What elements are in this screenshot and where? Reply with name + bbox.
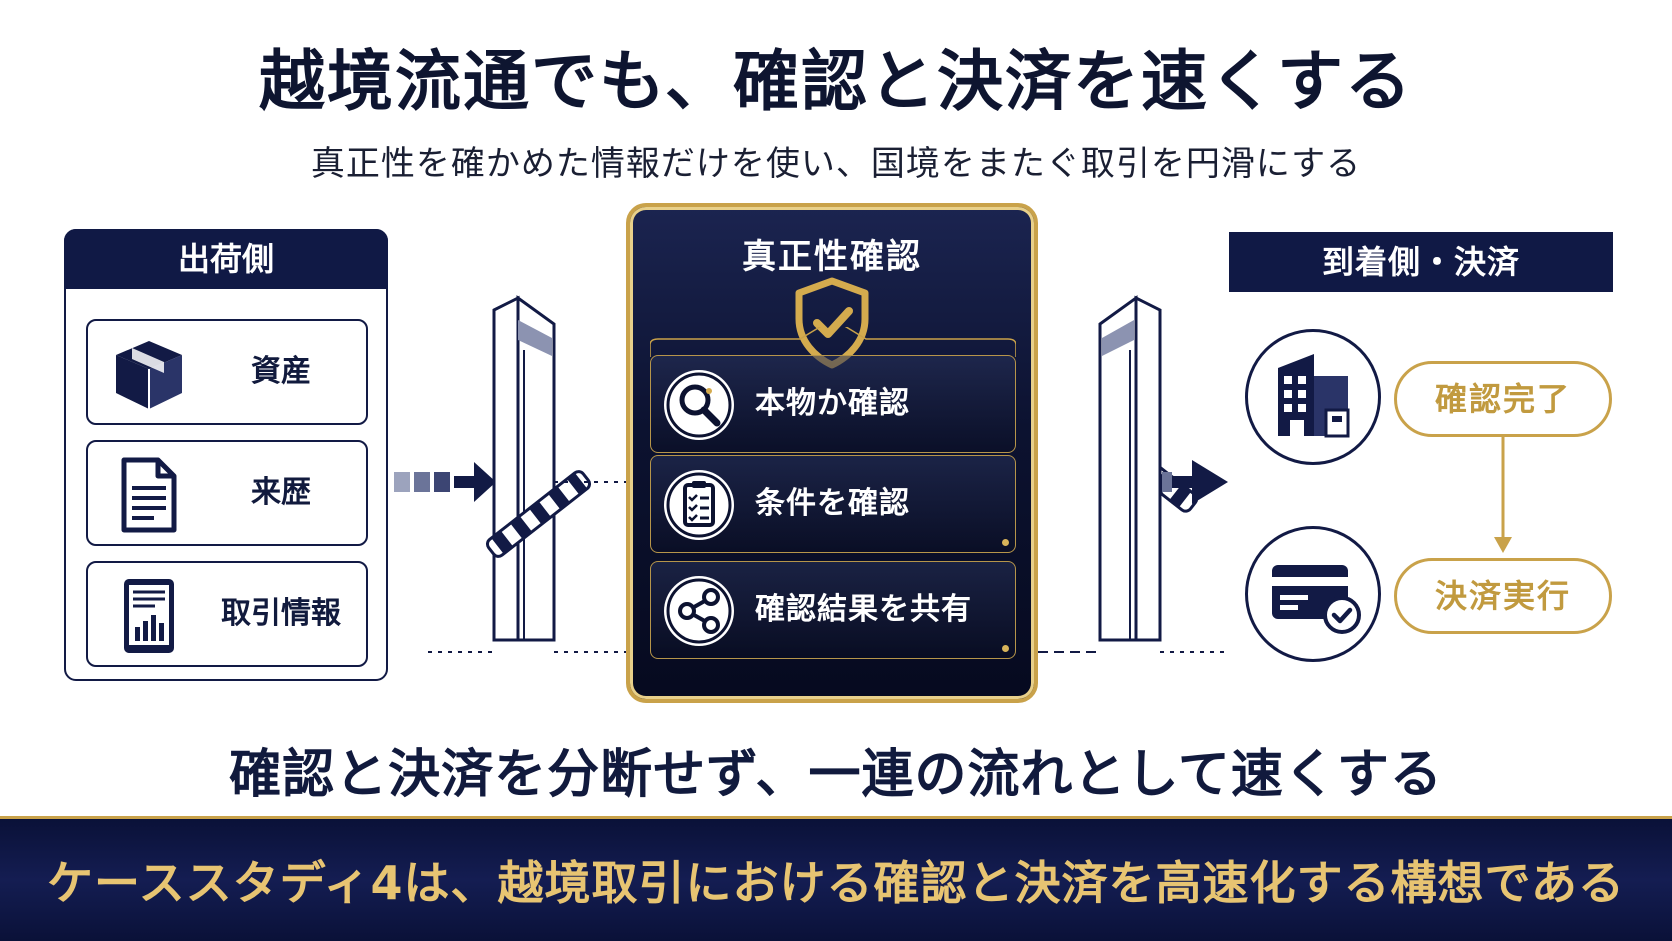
authenticity-check-title: 真正性確認 [742,237,922,277]
shield-connector-lines [650,327,1016,357]
building-icon [1278,354,1350,438]
transaction-info-card: 取引情報 [86,561,368,667]
tablet-chart-icon [124,579,174,653]
payment-circle [1245,526,1381,662]
share-results-item: 確認結果を共有 [650,561,1016,659]
shipping-side-title: 出荷側 [64,229,388,289]
document-icon [121,457,177,533]
box-icon [116,341,182,409]
asset-card: 資産 [86,319,368,425]
step-down-arrow [1494,437,1512,553]
page-subtitle: 真正性を確かめた情報だけを使い、国境をまたぐ取引を円滑にする [310,144,1362,184]
asset-label: 資産 [251,354,311,389]
key-message: 確認と決済を分断せず、一連の流れとして速くする [229,745,1443,805]
verify-conditions-label: 条件を確認 [755,486,910,521]
transaction-info-label: 取引情報 [221,596,341,631]
share-icon [664,576,734,646]
footer-banner: ケーススタディ4は、越境取引における確認と決済を高速化する構想である [0,816,1672,941]
accent-dot [1002,539,1009,546]
provenance-label: 来歴 [251,475,311,510]
magnifier-icon [664,370,734,440]
warehouse-circle [1245,329,1381,465]
exit-gate-graphic [1038,295,1229,653]
page-title: 越境流通でも、確認と決済を速くする [258,43,1414,120]
accent-dot [1002,645,1009,652]
share-results-label: 確認結果を共有 [755,592,972,627]
footer-conclusion: ケーススタディ4は、越境取引における確認と決済を高速化する構想である [46,856,1626,910]
card-check-icon [1272,565,1361,634]
arrival-payment-title: 到着側・決済 [1229,232,1613,292]
provenance-card: 来歴 [86,440,368,546]
verify-conditions-item: 条件を確認 [650,455,1016,553]
confirmation-complete-step: 確認完了 [1394,361,1612,437]
checklist-icon [664,470,734,540]
authenticity-check-panel: 真正性確認 本物か確認 条件を確認 [626,203,1038,703]
verify-authentic-label: 本物か確認 [755,386,910,421]
shipping-side-panel: 出荷側 資産 来歴 [64,229,388,681]
verify-authentic-item: 本物か確認 [650,355,1016,453]
payment-execution-step: 決済実行 [1394,558,1612,634]
entry-gate-graphic [394,295,626,653]
